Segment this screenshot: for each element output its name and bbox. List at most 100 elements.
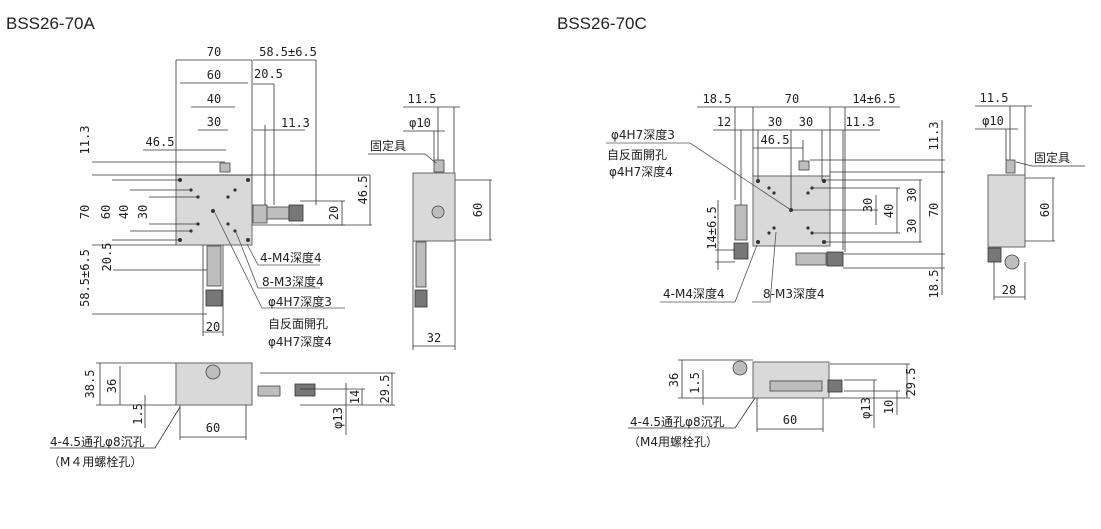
- dim-label: 40: [117, 205, 131, 219]
- callout-label: 4-M4深度4: [260, 250, 322, 265]
- top-view: 70 60 40 30 46.5 58.5±6.5 20.5 11.3 11.3…: [78, 45, 372, 349]
- dim-label: 11.5: [408, 92, 437, 106]
- callout-label: φ4H7深度4: [609, 164, 673, 179]
- micrometer-sleeve: [769, 380, 823, 392]
- front-view: 36 1.5 60 φ13 10 29.5 4-4.5通孔φ8沉孔 （M4用螺栓…: [628, 359, 918, 449]
- dim-label: 60: [206, 421, 220, 435]
- side-view: 11.5 φ10 60 32 固定具: [368, 92, 492, 350]
- fixture: [1005, 159, 1016, 174]
- dim-label: 46.5: [146, 135, 175, 149]
- knob: [732, 360, 748, 376]
- dimension-lines: [92, 59, 372, 336]
- dim-label: 14±6.5: [852, 92, 895, 106]
- dim-label: 38.5: [83, 370, 97, 399]
- dim-label: 70: [78, 205, 92, 219]
- dim-label: 1.5: [688, 372, 702, 394]
- micrometer-body-x: [795, 252, 827, 266]
- dim-label: 58.5±6.5: [78, 249, 92, 307]
- callout-label: 4-M4深度4: [663, 286, 725, 301]
- leader-lines: [214, 212, 345, 309]
- micrometer-body: [415, 241, 427, 288]
- micrometer-knob: [987, 247, 1002, 263]
- micrometer-knob: [294, 383, 316, 397]
- micrometer-knob-y: [205, 289, 223, 307]
- fixture: [219, 162, 231, 173]
- fixture-label: 固定具: [1034, 150, 1070, 165]
- micrometer-body-y: [206, 245, 222, 287]
- dim-label: 29.5: [904, 368, 918, 397]
- dim-label: 11.3: [78, 126, 92, 155]
- dim-label: 46.5: [761, 133, 790, 147]
- dim-label: 30: [905, 188, 919, 202]
- dim-label: 20: [206, 320, 220, 334]
- dim-label: φ10: [409, 116, 431, 130]
- stage-side: [987, 174, 1026, 248]
- fixture: [798, 160, 810, 171]
- micrometer-body: [252, 204, 268, 224]
- model-c: BSS26-70C: [557, 14, 1085, 449]
- callout-label: 自反面開孔: [607, 148, 667, 162]
- dim-label: 30: [136, 205, 150, 219]
- mount-holes: [756, 179, 826, 244]
- dim-label: 40: [207, 92, 221, 106]
- dim-label: 60: [207, 68, 221, 82]
- model-title: BSS26-70C: [557, 14, 647, 33]
- callout-label: φ4H7深度3: [268, 294, 332, 309]
- model-title: BSS26-70A: [6, 14, 95, 33]
- dim-label: 18.5: [927, 270, 941, 299]
- dim-label: 10: [882, 400, 896, 414]
- micrometer-knob: [288, 204, 304, 222]
- side-view: 11.5 φ10 60 28 固定具: [975, 91, 1085, 300]
- dim-label: 60: [99, 205, 113, 219]
- micrometer-knob-y: [733, 242, 749, 260]
- dim-label: 11.5: [980, 91, 1009, 105]
- callout-label: 8-M3深度4: [763, 286, 825, 301]
- callout-label: 8-M3深度4: [262, 274, 324, 289]
- dimension-lines: [975, 105, 1085, 300]
- dim-label: φ10: [982, 114, 1004, 128]
- leader-lines: [606, 142, 792, 303]
- knob: [1004, 254, 1020, 270]
- dim-label: 30: [861, 198, 875, 212]
- dim-label: 20.5: [100, 243, 114, 272]
- dim-label: φ13: [859, 397, 873, 419]
- dim-label: 20.5: [254, 67, 283, 81]
- mount-hole-note: 4-4.5通孔φ8沉孔: [50, 435, 145, 449]
- dim-label: 30: [799, 115, 813, 129]
- dim-label: 60: [471, 203, 485, 217]
- callout-label: φ4H7深度4: [268, 334, 332, 349]
- dim-label: 14: [348, 390, 362, 404]
- dim-label: 30: [905, 219, 919, 233]
- mount-hole-note: （M4用螺栓孔）: [628, 434, 718, 449]
- model-a: BSS26-70A: [6, 14, 492, 469]
- dim-label: 29.5: [378, 375, 392, 404]
- dim-label: 12: [717, 115, 731, 129]
- top-view: 18.5 70 14±6.5 12 30 30 11.3 46.5 30 40 …: [606, 92, 945, 303]
- dim-label: 46.5: [356, 176, 370, 205]
- stage-side: [412, 172, 456, 242]
- dim-label: 18.5: [703, 92, 732, 106]
- dim-label: 36: [667, 373, 681, 387]
- dim-label: 32: [427, 331, 441, 345]
- callout-label: 自反面開孔: [268, 317, 328, 331]
- stage-front: [752, 361, 830, 399]
- front-view: 38.5 36 1.5 60 φ13 14 29.5 4-4.5通孔φ8沉孔 （…: [48, 362, 395, 469]
- dimension-lines: [50, 362, 395, 449]
- micrometer-knob: [827, 379, 843, 393]
- dim-label: φ13: [331, 407, 345, 429]
- dim-label: 60: [1038, 203, 1052, 217]
- mount-hole-note: 4-4.5通孔φ8沉孔: [630, 415, 725, 429]
- fixture-label: 固定具: [370, 138, 406, 153]
- knob: [205, 364, 221, 380]
- fixture: [433, 159, 445, 173]
- dim-label: 70: [785, 92, 799, 106]
- dim-label: 30: [768, 115, 782, 129]
- callout-label: φ4H7深度3: [611, 127, 675, 142]
- dim-label: 60: [783, 413, 797, 427]
- dim-label: 28: [1002, 283, 1016, 297]
- dimension-lines: [697, 106, 945, 295]
- dim-label: 58.5±6.5: [259, 45, 317, 59]
- micrometer-sleeve: [266, 206, 290, 220]
- dim-label: 30: [207, 115, 221, 129]
- dim-label: 40: [882, 204, 896, 218]
